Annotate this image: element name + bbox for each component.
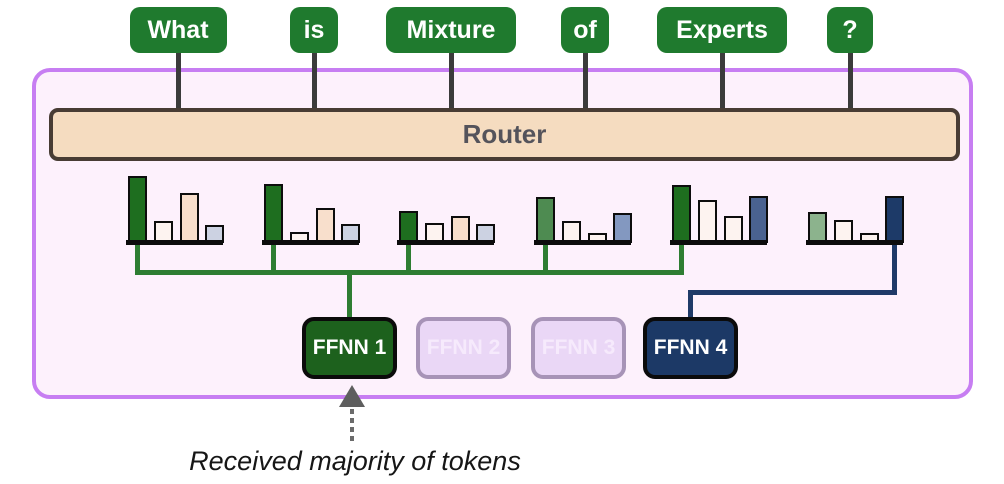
- token-chip-is: is: [290, 7, 338, 53]
- prob-bar-experts-4: [749, 196, 768, 243]
- prob-bar-is-3: [316, 208, 335, 243]
- router-label: Router: [462, 119, 547, 149]
- prob-bar-qmark-1: [808, 212, 827, 243]
- chart-baseline-mixture: [397, 240, 494, 245]
- dotted-arrow-stem: [350, 409, 354, 444]
- token-stem-experts: [719, 52, 725, 112]
- prob-bar-what-1: [128, 176, 147, 243]
- prob-bar-of-1: [536, 197, 555, 243]
- token-stem-qmark: [847, 52, 853, 112]
- majority-tokens-annotation: Received majority of tokens: [189, 446, 521, 476]
- green-stem-experts: [679, 244, 684, 274]
- chart-baseline-is: [262, 240, 359, 245]
- token-chip-mixture: Mixture: [386, 7, 516, 53]
- token-stem-is: [311, 52, 317, 112]
- token-stem-mixture: [448, 52, 454, 112]
- chart-baseline-of: [534, 240, 631, 245]
- token-chip-what: What: [129, 7, 227, 53]
- prob-bar-experts-1: [672, 185, 691, 243]
- token-chip-of: of: [561, 7, 609, 53]
- token-stem-what: [175, 52, 181, 112]
- green-stem-of: [543, 244, 548, 274]
- chart-baseline-experts: [670, 240, 767, 245]
- green-stem-what: [135, 244, 140, 274]
- prob-bar-experts-3: [724, 216, 743, 243]
- prob-bar-of-4: [613, 213, 632, 243]
- prob-bar-is-1: [264, 184, 283, 243]
- navy-connector-stem-ffnn4: [688, 293, 693, 319]
- router-box: Router: [49, 108, 960, 161]
- expert-box-ffnn-1: FFNN 1: [302, 317, 397, 379]
- expert-box-ffnn-2: FFNN 2: [416, 317, 511, 379]
- token-chip-qmark: ?: [827, 7, 873, 53]
- green-stem-mixture: [406, 244, 411, 274]
- chart-baseline-qmark: [806, 240, 903, 245]
- prob-bar-mixture-3: [451, 216, 470, 243]
- green-connector-stem-ffnn1: [347, 273, 352, 318]
- green-stem-is: [271, 244, 276, 274]
- navy-connector-horizontal: [688, 290, 897, 295]
- token-stem-of: [582, 52, 588, 112]
- token-chip-experts: Experts: [657, 7, 787, 53]
- prob-bar-experts-2: [698, 200, 717, 243]
- expert-box-ffnn-3: FFNN 3: [531, 317, 626, 379]
- arrow-up-icon: [339, 385, 365, 407]
- prob-bar-mixture-1: [399, 211, 418, 243]
- expert-box-ffnn-4: FFNN 4: [643, 317, 738, 379]
- chart-baseline-what: [126, 240, 223, 245]
- prob-bar-qmark-4: [885, 196, 904, 243]
- prob-bar-what-3: [180, 193, 199, 243]
- navy-connector-drop: [892, 244, 897, 295]
